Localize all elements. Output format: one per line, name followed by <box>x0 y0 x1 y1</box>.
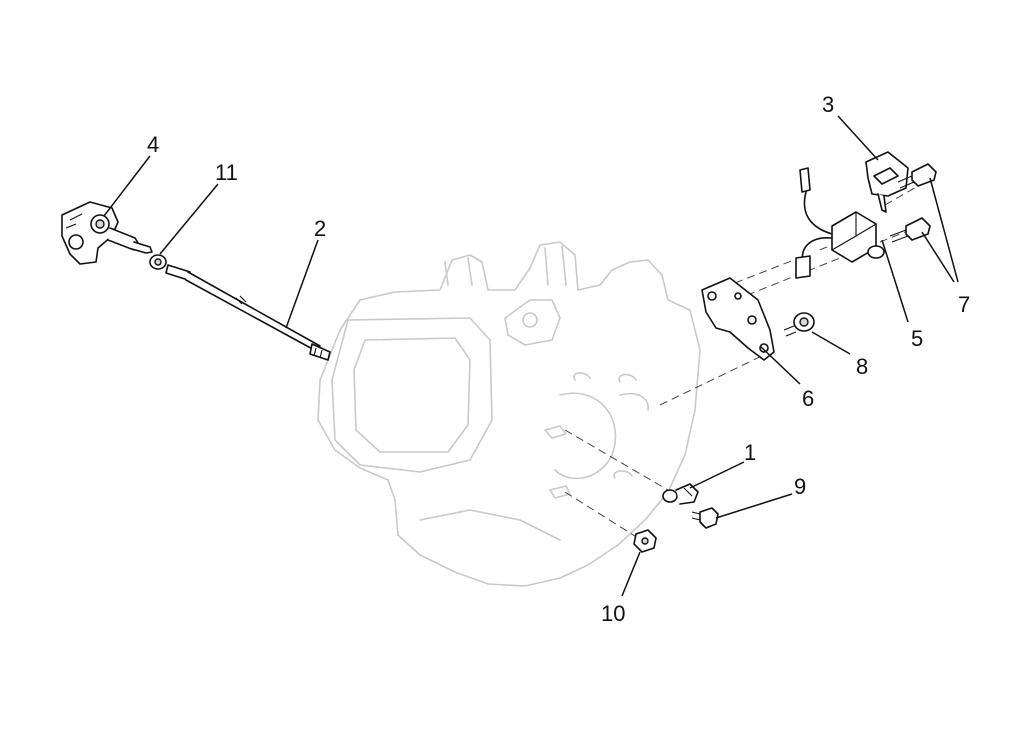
part-5-pulser-unit <box>795 167 885 279</box>
part-6-mounting-plate <box>701 277 775 361</box>
part-10-nut <box>633 529 657 553</box>
callout-4: 4 <box>147 132 159 157</box>
callout-10: 10 <box>601 601 625 626</box>
part-11-washer <box>149 254 167 270</box>
part-1-clamp <box>662 483 699 505</box>
part-3-bracket-clip <box>865 151 909 213</box>
callout-labels: 4 11 2 3 7 5 8 6 1 9 10 <box>147 92 970 626</box>
engine-crankcase-outline <box>317 241 701 587</box>
leader-lines <box>103 115 959 597</box>
alignment-lines <box>564 181 926 539</box>
callout-6: 6 <box>802 386 814 411</box>
part-9-bolt <box>691 507 719 529</box>
part-8-bolt <box>783 312 815 337</box>
part-4-drive-unit <box>61 201 153 265</box>
callout-1: 1 <box>744 440 756 465</box>
callout-3: 3 <box>822 92 834 117</box>
callout-7: 7 <box>958 292 970 317</box>
callout-8: 8 <box>856 354 868 379</box>
callout-5: 5 <box>911 326 923 351</box>
callout-2: 2 <box>314 216 326 241</box>
part-2-cable <box>165 264 331 361</box>
callout-9: 9 <box>794 474 806 499</box>
callout-11: 11 <box>215 160 238 185</box>
